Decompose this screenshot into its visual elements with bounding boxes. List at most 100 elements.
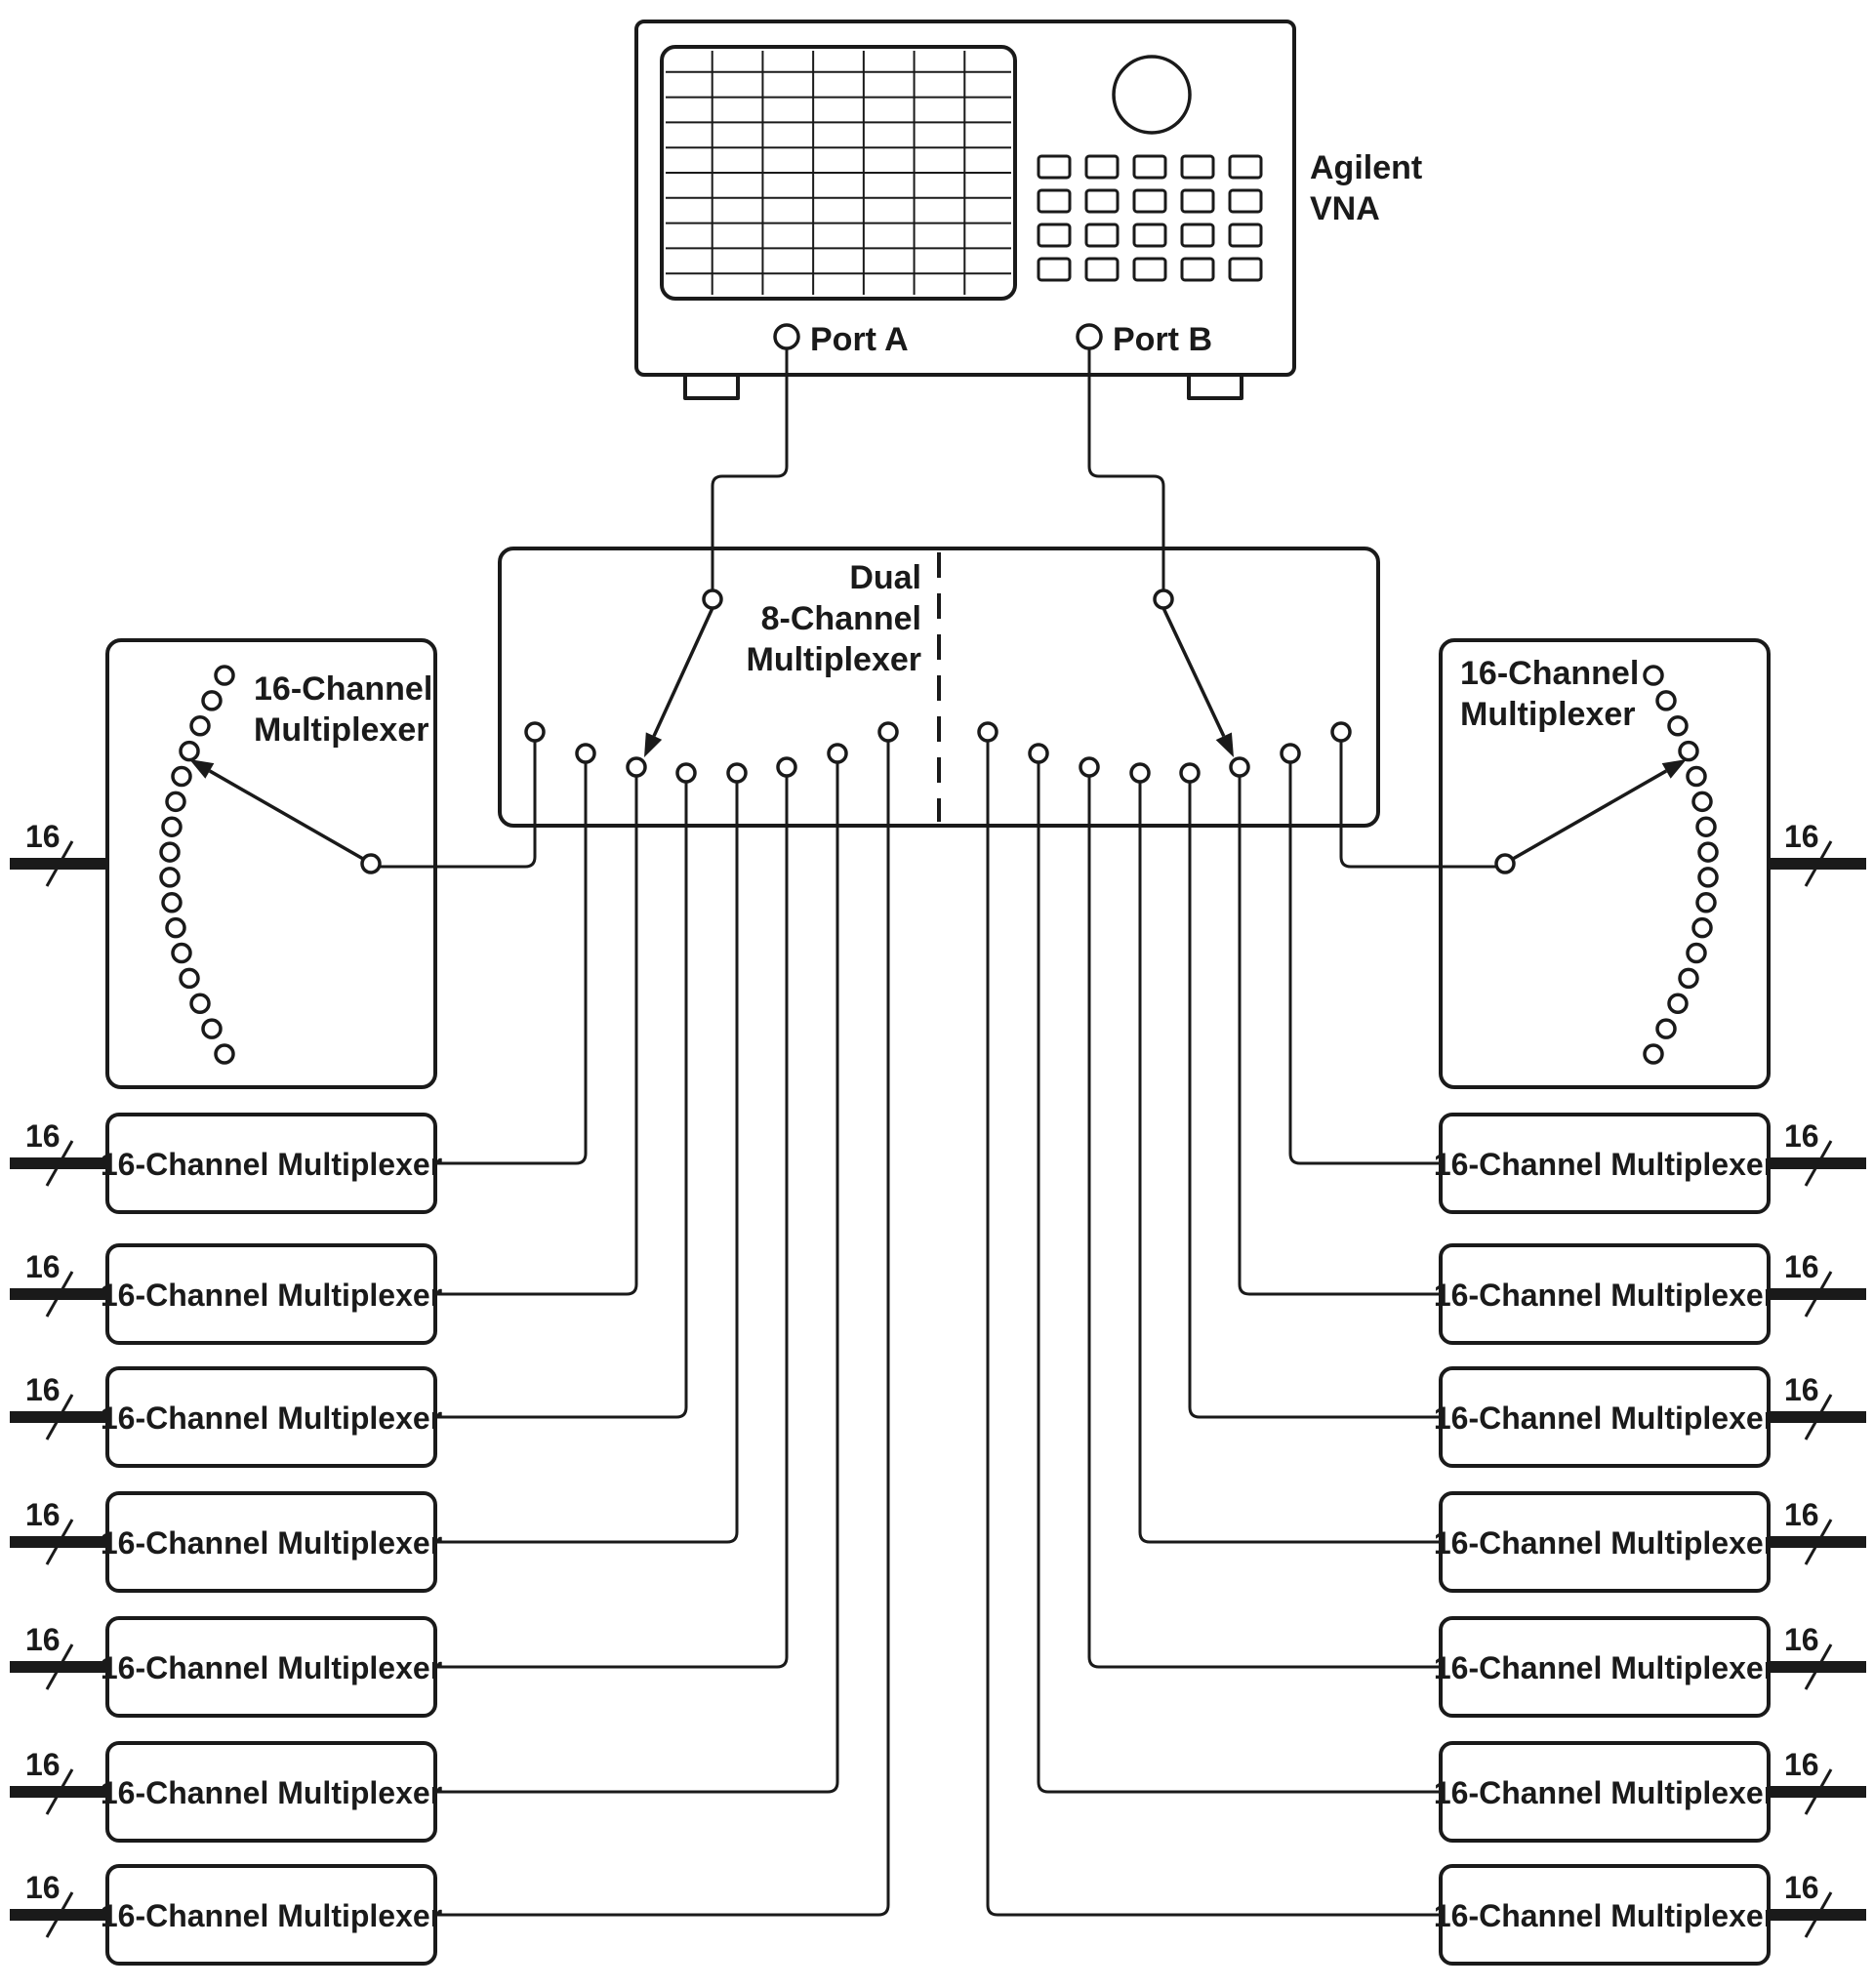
wire-to-small-mux-right xyxy=(1087,776,1441,1669)
wire-to-small-mux-left xyxy=(435,741,890,1917)
big-mux-right-terminal xyxy=(1697,867,1719,888)
wire-to-small-mux-right xyxy=(1238,776,1441,1296)
small-mux-left: 16-Channel Multiplexer 16 xyxy=(10,1864,442,1966)
dual-mux-terminal-a xyxy=(726,762,748,784)
big-mux-left-terminal xyxy=(179,967,200,990)
keypad-key xyxy=(1084,188,1120,214)
big-mux-right-terminal xyxy=(1686,942,1707,964)
small-mux-label: 16-Channel Multiplexer xyxy=(1434,1400,1775,1436)
wire-to-small-mux-left xyxy=(435,776,789,1669)
port-b-label: Port B xyxy=(1113,321,1212,358)
small-mux-label: 16-Channel Multiplexer xyxy=(101,1898,442,1933)
big-mux-left-terminal xyxy=(159,841,181,863)
vna-instrument: Agilent VNA Port A Port B xyxy=(634,20,1422,400)
big-mux-left-terminal xyxy=(214,1043,235,1065)
vna-screen-grid xyxy=(666,51,1011,295)
wire-to-small-mux-left xyxy=(435,782,739,1544)
bus-slash xyxy=(45,1643,74,1690)
big-mux-right-terminal xyxy=(1655,690,1677,711)
vna-tuning-knob xyxy=(1112,55,1192,135)
arrow-head xyxy=(1215,732,1234,757)
bus-count-label: 16 xyxy=(1784,1747,1819,1782)
vna-foot-right xyxy=(1187,375,1243,400)
bus-count-label: 16 xyxy=(25,1870,61,1905)
big-mux-right-terminal xyxy=(1667,993,1689,1015)
big-mux-left-terminal xyxy=(179,740,200,762)
dual-mux-terminal-a xyxy=(776,756,797,778)
keypad-key xyxy=(1084,223,1120,248)
big-mux-right-terminal xyxy=(1697,841,1719,863)
bus-count-label: 16 xyxy=(25,1118,61,1154)
small-mux-label: 16-Channel Multiplexer xyxy=(1434,1147,1775,1182)
big-mux-right-terminal xyxy=(1667,714,1689,737)
big-mux-left-terminal xyxy=(165,916,186,939)
bus-count-label: 16 xyxy=(1784,1497,1819,1532)
dual-mux-terminal-a xyxy=(675,762,697,784)
keypad-key xyxy=(1228,154,1263,180)
port-b-cable xyxy=(1087,348,1165,599)
switch-arrows xyxy=(189,607,1687,861)
arrow-shaft xyxy=(208,769,364,861)
dual-mux-terminal-b xyxy=(1280,743,1301,764)
dual-mux-label-line2: 8-Channel xyxy=(761,600,921,637)
bus-slash xyxy=(45,840,74,887)
arrow-shaft xyxy=(1161,607,1226,738)
port-b-connector xyxy=(1076,323,1103,350)
big-mux-left-terminal xyxy=(161,816,183,837)
vna-label-line1: Agilent xyxy=(1310,149,1422,186)
small-mux-right: 16-Channel Multiplexer 16 xyxy=(1434,1113,1866,1214)
bus-slash xyxy=(1804,1891,1833,1938)
wire-to-small-mux-right xyxy=(986,741,1441,1917)
port-a-cable xyxy=(711,348,789,599)
dual-mux-terminal-b xyxy=(1079,756,1100,778)
arrow-head xyxy=(644,732,663,757)
vna-foot-left xyxy=(683,375,740,400)
small-mux-label: 16-Channel Multiplexer xyxy=(1434,1525,1775,1561)
bus-count-label: 16 xyxy=(1784,1249,1819,1284)
bus-count-label: 16 xyxy=(25,819,61,854)
bus-slash xyxy=(1804,1140,1833,1187)
bus-slash xyxy=(1804,1643,1833,1690)
port-a-label: Port A xyxy=(810,321,909,358)
big-mux-left: 16-Channel Multiplexer xyxy=(105,638,437,1089)
big-mux-right-terminal xyxy=(1691,791,1713,813)
bus-count-label: 16 xyxy=(1784,1118,1819,1154)
dual-mux-switch-a xyxy=(644,607,714,757)
keypad-key xyxy=(1228,257,1263,282)
bus-slash xyxy=(1804,1768,1833,1815)
small-mux-label: 16-Channel Multiplexer xyxy=(101,1650,442,1685)
wire-to-small-mux-right xyxy=(1188,782,1441,1419)
bus-count-label: 16 xyxy=(1784,1870,1819,1905)
big-mux-right-switch xyxy=(1512,759,1687,861)
small-mux-label: 16-Channel Multiplexer xyxy=(101,1525,442,1561)
keypad-key xyxy=(1132,154,1167,180)
big-mux-right-label-line1: 16-Channel xyxy=(1460,655,1639,692)
keypad-key xyxy=(1037,154,1072,180)
big-mux-left-terminal xyxy=(159,867,181,888)
big-mux-right-terminal xyxy=(1678,740,1699,762)
bus-count-label: 16 xyxy=(25,1249,61,1284)
small-mux-label: 16-Channel Multiplexer xyxy=(1434,1650,1775,1685)
big-mux-right-common xyxy=(1494,853,1516,874)
big-mux-right: 16-Channel Multiplexer xyxy=(1439,638,1771,1089)
keypad-key xyxy=(1132,188,1167,214)
wire-to-small-mux-right xyxy=(1288,762,1441,1165)
big-mux-right-terminal xyxy=(1643,665,1664,686)
dual-mux-terminal-b xyxy=(977,721,998,743)
keypad-key xyxy=(1037,223,1072,248)
bus-slash xyxy=(1804,840,1833,887)
small-mux-label: 16-Channel Multiplexer xyxy=(101,1775,442,1810)
big-mux-right-label-line2: Multiplexer xyxy=(1460,696,1635,733)
dual-mux-common-a xyxy=(702,588,723,610)
wire-dual-a1-to-big-mux-left xyxy=(380,741,537,869)
big-mux-left-common xyxy=(360,853,382,874)
big-mux-right-terminal xyxy=(1643,1043,1664,1065)
bus-slash xyxy=(1804,1519,1833,1565)
big-mux-left-terminal xyxy=(201,690,223,711)
